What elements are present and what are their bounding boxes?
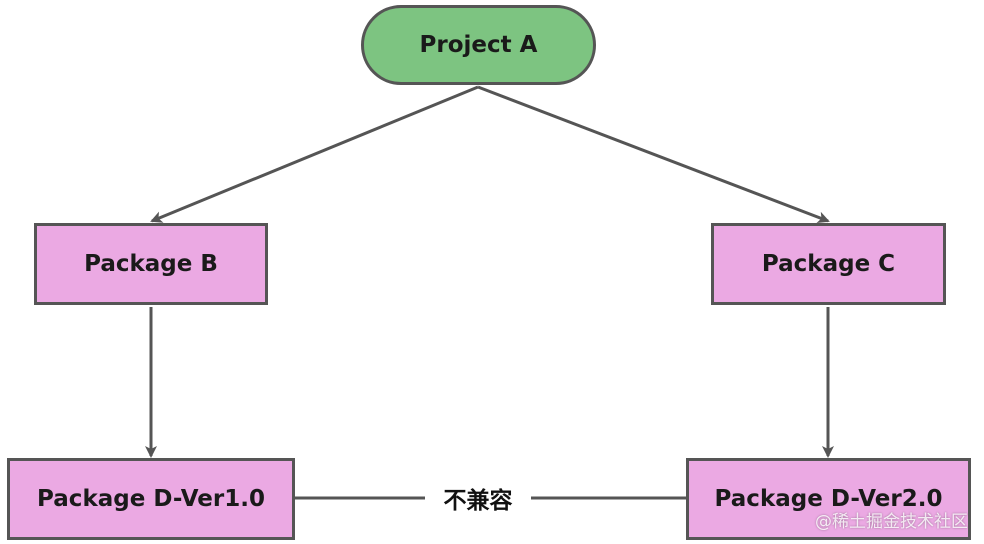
package-d-v2-label: Package D-Ver2.0 (714, 486, 943, 512)
package-d-v2-node: Package D-Ver2.0 (686, 458, 971, 540)
package-b-label: Package B (84, 251, 218, 277)
edge-project-a-to-package-c (477, 85, 830, 224)
package-c-label: Package C (761, 251, 896, 277)
project-a-node: Project A (361, 5, 596, 85)
package-b-node: Package B (34, 223, 268, 305)
watermark-text: @稀土掘金技术社区 (815, 512, 968, 532)
incompatible-label: 不兼容 (425, 480, 531, 516)
edge-project-a-to-package-b (150, 85, 479, 223)
package-c-node: Package C (711, 223, 946, 305)
package-d-v1-node: Package D-Ver1.0 (7, 458, 295, 540)
package-d-v1-label: Package D-Ver1.0 (37, 486, 265, 512)
project-a-label: Project A (419, 32, 538, 58)
